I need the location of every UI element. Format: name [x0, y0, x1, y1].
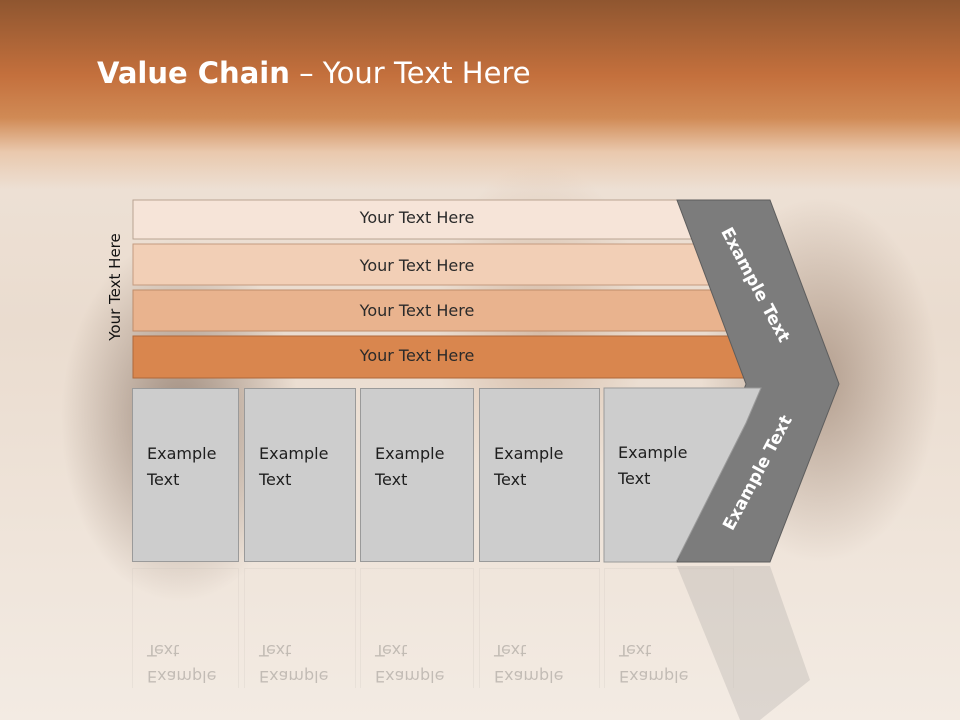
reflection-box-2-line1: Example [259, 667, 329, 686]
box-4-line2: Text [494, 470, 527, 489]
box-1-line2: Text [147, 470, 180, 489]
reflection-box-1-line2: Text [147, 641, 180, 660]
box-1-line1: Example [147, 444, 217, 463]
reflection-box-4: Example Text [479, 568, 600, 688]
boxes-reflection: Example Text Example Text Example Text E… [0, 568, 760, 688]
reflection-box-1-line1: Example [147, 667, 217, 686]
reflection-box-3-line2: Text [375, 641, 408, 660]
box-5-line2: Text [618, 469, 651, 488]
reflection-box-3-line1: Example [375, 667, 445, 686]
reflection-box-3: Example Text [360, 568, 474, 688]
band-2-label: Your Text Here [359, 256, 475, 275]
box-3-line2: Text [375, 470, 408, 489]
box-2: Example Text [244, 388, 356, 562]
box-1: Example Text [132, 388, 239, 562]
reflection-box-4-line2: Text [494, 641, 527, 660]
reflection-box-2-line2: Text [259, 641, 292, 660]
box-5-line1: Example [618, 443, 688, 462]
reflection-box-5-line2: Text [619, 641, 652, 660]
reflection-box-5-line1: Example [619, 667, 689, 686]
box-4-line1: Example [494, 444, 564, 463]
slide-title: Value Chain – Your Text Here [97, 56, 531, 90]
box-4: Example Text [479, 388, 600, 562]
box-3-line1: Example [375, 444, 445, 463]
reflection-box-1: Example Text [132, 568, 239, 688]
box-3: Example Text [360, 388, 474, 562]
band-4-label: Your Text Here [359, 346, 475, 365]
band-3-label: Your Text Here [359, 301, 475, 320]
slide-title-rest: – Your Text Here [289, 56, 531, 90]
box-5-shape [603, 387, 762, 563]
title-band [0, 0, 960, 190]
box-2-line1: Example [259, 444, 329, 463]
reflection-box-5: Example Text [604, 568, 734, 688]
reflection-box-4-line1: Example [494, 667, 564, 686]
chevron-reflection [677, 566, 810, 720]
box-5: Example Text [604, 388, 734, 562]
reflection-box-2: Example Text [244, 568, 356, 688]
box-2-line2: Text [259, 470, 292, 489]
band-1-label: Your Text Here [359, 208, 475, 227]
slide-title-bold: Value Chain [97, 56, 290, 90]
